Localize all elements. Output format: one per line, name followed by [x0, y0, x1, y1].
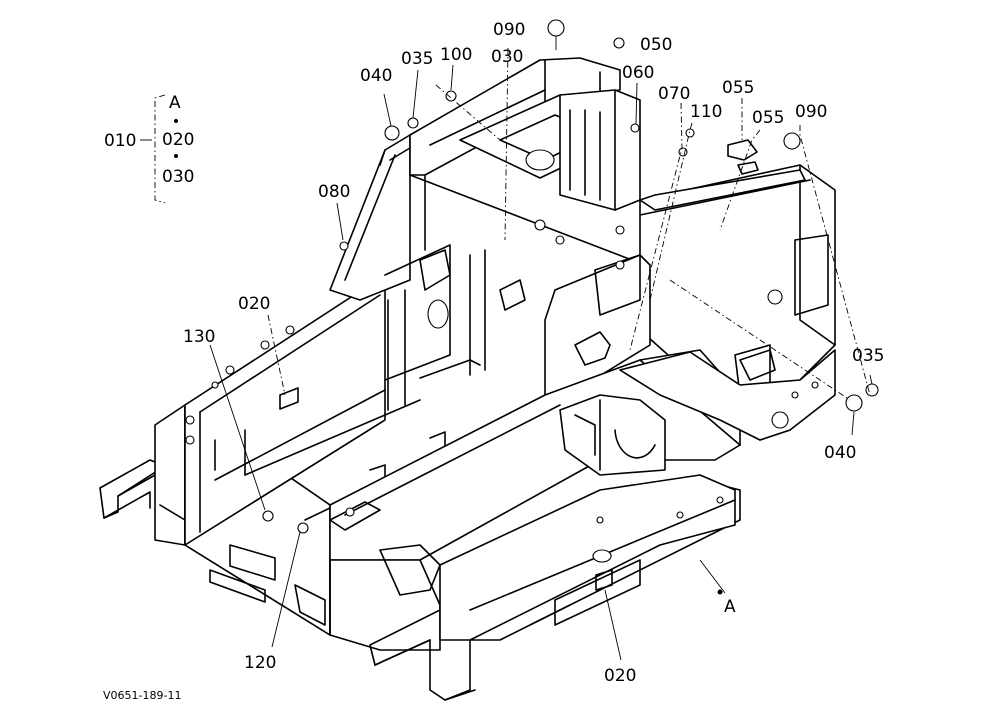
frame-drawing: [99, 19, 879, 701]
callout-040-top: 040: [360, 66, 392, 86]
callout-055-a: 055: [722, 78, 754, 98]
callout-120: 120: [244, 653, 276, 673]
assembly-member-030: 030: [162, 167, 194, 187]
callout-110: 110: [690, 102, 722, 122]
callout-020-bottom: 020: [604, 666, 636, 686]
callout-035-right: 035: [852, 346, 884, 366]
drawing-code: V0651-189-11: [103, 689, 181, 702]
callout-040-right: 040: [824, 443, 856, 463]
callout-labels: 010 A 020 030 090 050 030 035 100 040 06…: [103, 20, 884, 702]
callout-070: 070: [658, 84, 690, 104]
callout-055-b: 055: [752, 108, 784, 128]
callout-035-top: 035: [401, 49, 433, 69]
assembly-member-a: A: [169, 93, 181, 113]
assembly-member-020: 020: [162, 130, 194, 150]
assembly-main-label: 010: [104, 131, 136, 151]
callout-a: A: [724, 597, 736, 617]
callout-080: 080: [318, 182, 350, 202]
callout-060: 060: [622, 63, 654, 83]
callout-090-right: 090: [795, 102, 827, 122]
callout-130: 130: [183, 327, 215, 347]
callout-050: 050: [640, 35, 672, 55]
callout-100: 100: [440, 45, 472, 65]
callout-090-top: 090: [493, 20, 525, 40]
leader-lines: [140, 36, 873, 661]
callout-020-left: 020: [238, 294, 270, 314]
callout-030-top: 030: [491, 47, 523, 67]
